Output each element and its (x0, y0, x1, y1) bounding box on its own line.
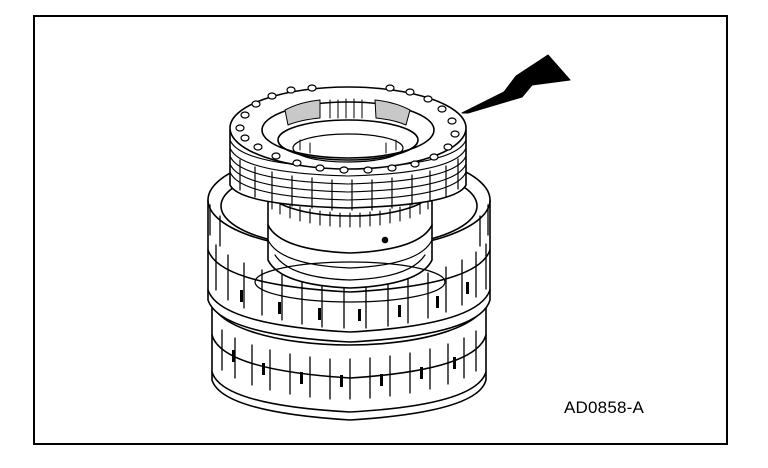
callout-arrow (461, 54, 571, 114)
figure-id-label: AD0858-A (564, 398, 645, 417)
pressure-plate-ring (229, 84, 467, 174)
